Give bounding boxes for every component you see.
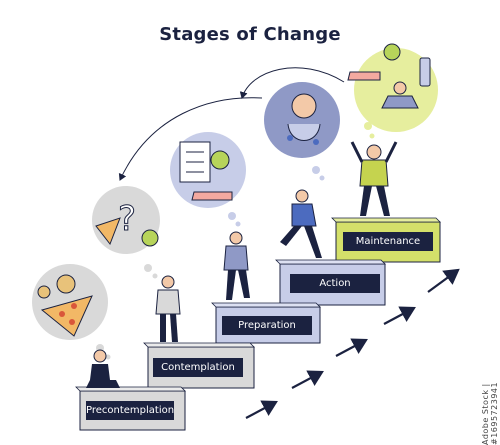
svg-text:?: ? — [118, 199, 136, 239]
stock-watermark: Adobe Stock | #1695723941 — [481, 381, 499, 445]
stage-label-action: Action — [290, 274, 380, 293]
stage-label-precontemplation: Precontemplation — [86, 401, 174, 420]
person-running — [280, 189, 322, 258]
person-preparing — [223, 231, 250, 300]
person-celebrating — [350, 141, 398, 216]
thought-bubble-wellness — [347, 43, 438, 139]
thought-bubble-junk-food — [32, 264, 111, 360]
stage-label-maintenance: Maintenance — [343, 232, 433, 251]
stage-label-contemplation: Contemplation — [153, 358, 243, 377]
stage-label-preparation: Preparation — [222, 316, 312, 335]
diagram-title: Stages of Change — [159, 24, 341, 45]
person-sitting — [86, 349, 120, 388]
thought-bubble-face — [264, 82, 340, 181]
progress-arrows — [245, 268, 460, 419]
relapse-arrow — [239, 67, 345, 99]
thought-bubble-question: ? — [92, 186, 160, 279]
person-thinking — [155, 275, 181, 342]
relapse-arrow-2 — [118, 97, 263, 181]
thought-bubble-plan — [170, 132, 246, 227]
